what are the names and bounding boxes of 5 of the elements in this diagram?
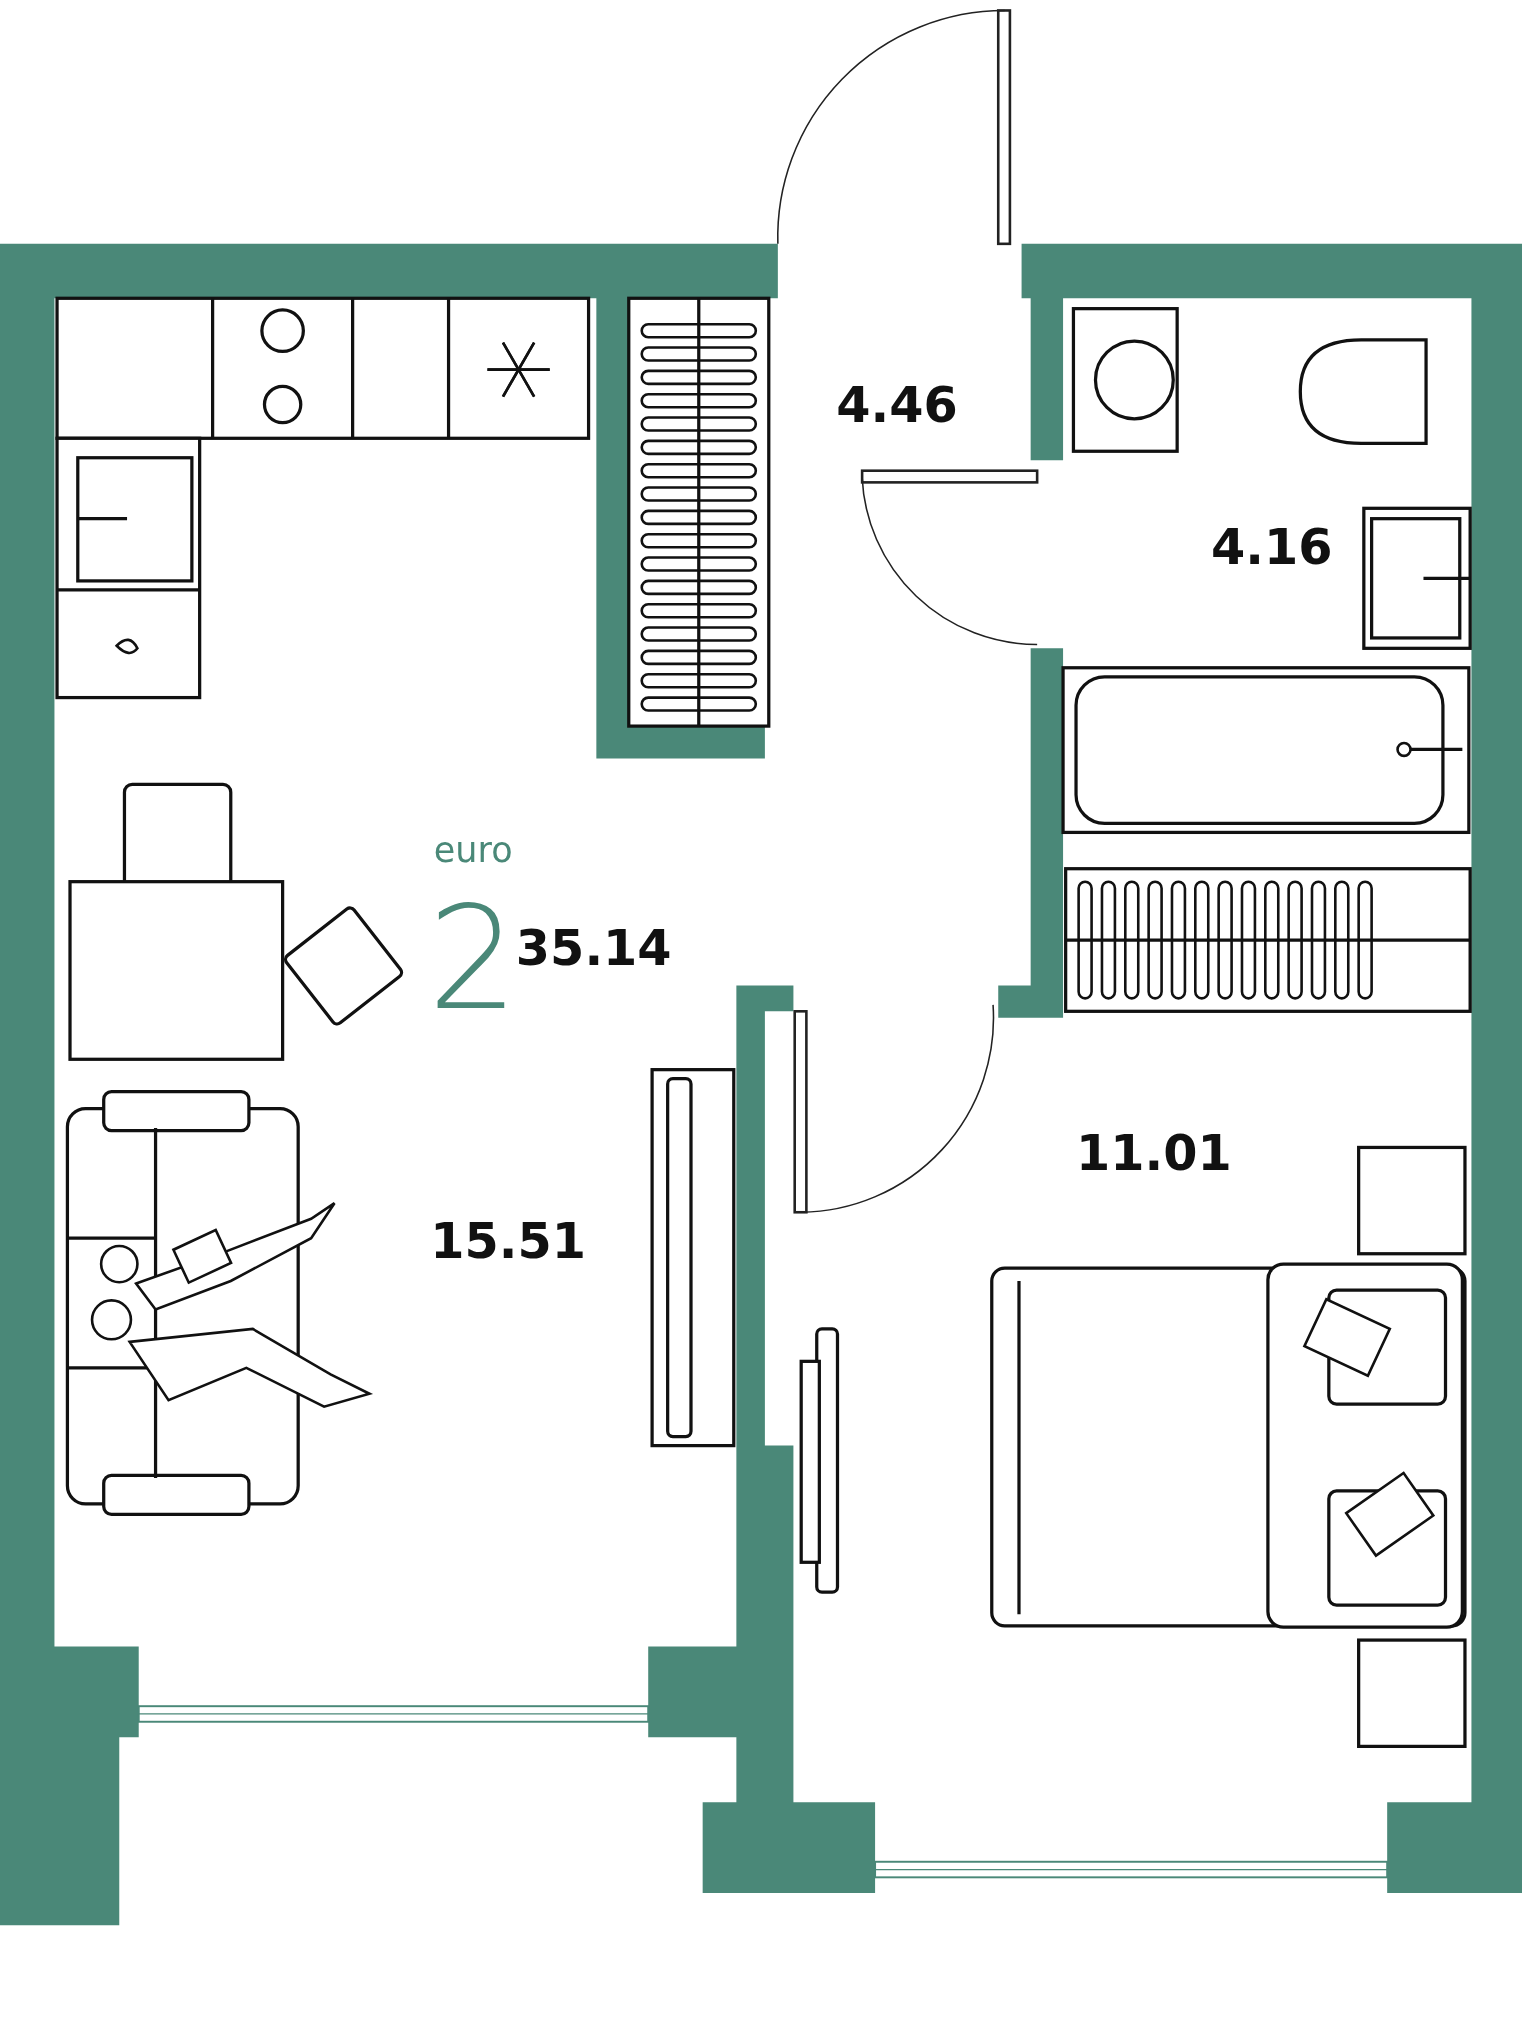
room-area: 4.46 — [836, 381, 958, 431]
room-area: 11.01 — [1075, 1129, 1232, 1179]
room-area: 15.51 — [430, 1217, 587, 1267]
apartment-format: euro — [433, 832, 513, 868]
room-area: 4.16 — [1211, 523, 1333, 573]
